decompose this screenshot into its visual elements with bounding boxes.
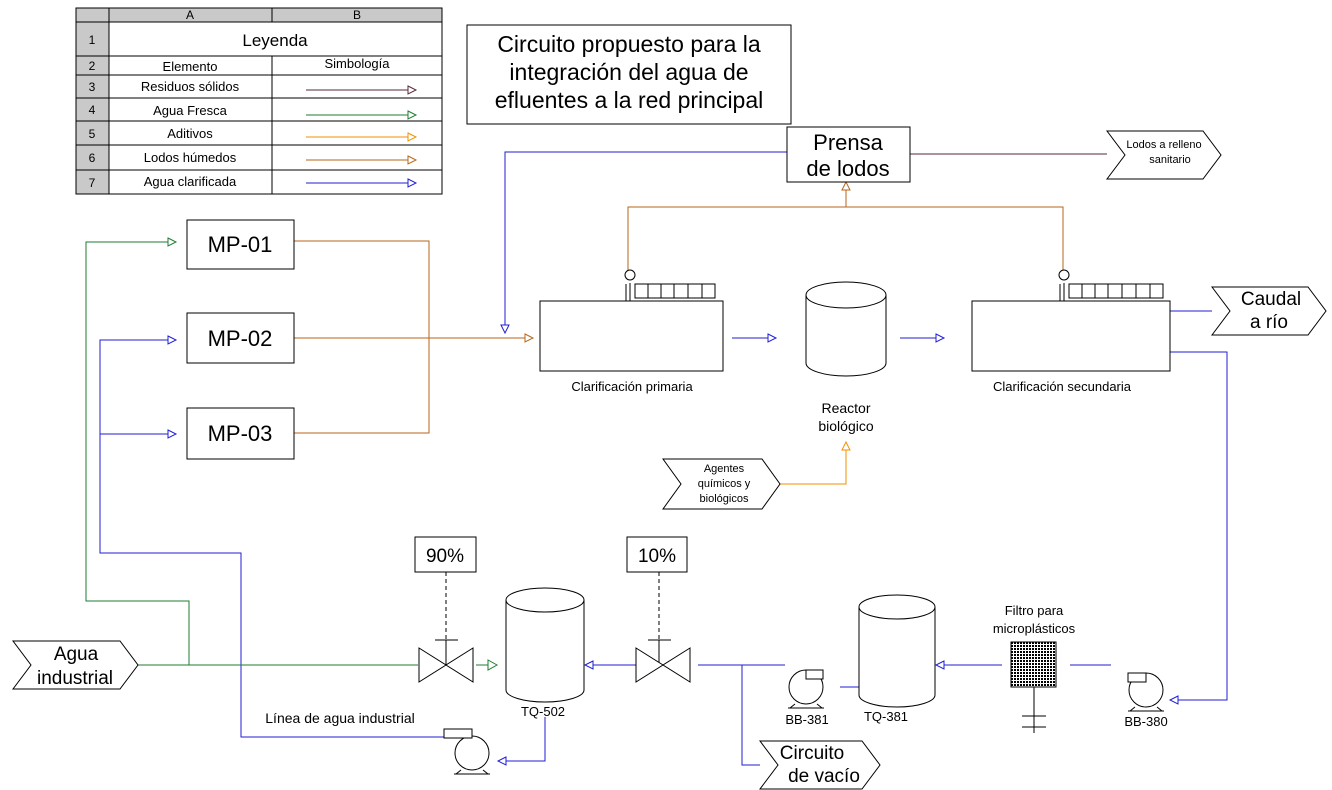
caudal-rio-line-1: Caudal [1241,289,1301,310]
legend-col-b: B [353,8,361,22]
legend-row-num: 6 [89,151,96,165]
mp-01-box: MP-01 [186,219,295,270]
legend-symbol-aditivos [306,132,418,142]
legend-title: Leyenda [242,31,308,50]
agentes-line-2: químicos y [698,478,751,490]
prensa-line-2: de lodos [806,156,889,181]
tank-tq-381: TQ-381 [858,594,936,724]
pump-bb-380: BB-380 [1124,672,1168,729]
mp-01-label: MP-01 [208,232,273,257]
reactor-biologico: Reactor biológico [805,281,887,434]
tank-tq-502: TQ-502 [505,587,585,719]
legend-symbol-residuos [306,85,418,95]
arrow-to-clarificador [500,324,510,335]
flag-lodos-relleno: Lodos a relleno sanitario [1106,130,1222,180]
clarificacion-primaria-label: Clarificación primaria [571,379,693,394]
arrow-to-bb380 [1168,695,1179,705]
agentes-line-1: Agentes [704,463,745,475]
agentes-line-3: biológicos [700,493,749,505]
flag-agentes: Agentes químicos y biológicos [662,458,781,510]
clarificacion-secundaria-label: Clarificación secundaria [993,379,1132,394]
clarificador-secundario: Clarificación secundaria [971,269,1171,394]
aditivos-line [780,450,847,485]
arrow-to-mp02 [167,335,178,345]
tq-502-label: TQ-502 [521,704,565,719]
lodos-relleno-line-2: sanitario [1149,154,1191,166]
arrow-to-tq381 [934,660,945,670]
legend-symbol-clarificada [306,178,418,188]
filtro-line-1: Filtro para [1005,603,1064,618]
valve-10-label: 10% [638,546,676,567]
clarificador-primario: Clarificación primaria [539,269,724,394]
legend-item-residuos: Residuos sólidos [141,79,240,94]
arrow-to-reactor [767,333,778,343]
mp-03-label: MP-03 [208,421,273,446]
arrow-to-pump [496,756,507,766]
agua-industrial-line-2: industrial [37,668,113,689]
legend-item-clarificada: Agua clarificada [144,174,237,189]
prensa-lodos-box: Prensa de lodos [786,126,911,183]
filtro-microplasticos: Filtro para microplásticos [993,603,1076,733]
pump-bb-381: BB-381 [785,669,829,727]
bb-380-label: BB-380 [1124,714,1167,729]
mp-02-box: MP-02 [186,312,295,364]
title-line-3: efluentes a la red principal [495,87,764,113]
legend-row-num: 2 [89,59,96,73]
agua-fresca-lines [85,241,488,666]
title-line-2: integración del agua de [509,59,748,85]
legend-item-agua-fresca: Agua Fresca [153,103,227,118]
flag-caudal-rio: Caudal a río [1211,286,1327,336]
reactor-line-2: biológico [818,418,873,434]
pump-industrial [443,728,490,775]
caudal-rio-line-2: a río [1250,312,1288,333]
control-valve-90: 90% [414,536,477,683]
flag-circuito-vacio: Circuito de vacío [759,740,881,790]
linea-agua-industrial-label: Línea de agua industrial [265,710,414,726]
arrow-to-tq502-green [487,659,499,671]
prensa-line-1: Prensa [813,130,883,155]
legend-col-a: A [186,8,194,22]
arrow-to-clarificador-secundario [935,333,946,343]
agua-industrial-line-1: Agua [54,644,99,665]
valve-90-label: 90% [426,546,464,567]
circuito-vacio-line-2: de vacío [788,766,860,787]
legend-symbol-lodos [306,155,418,165]
arrow-to-clarificador-primario [524,333,535,343]
circuito-vacio-line-1: Circuito [780,743,844,764]
arrow-to-tq502 [583,660,594,670]
title-line-1: Circuito propuesto para la [497,31,761,57]
filtro-line-2: microplásticos [993,621,1076,636]
legend-header-simbologia: Simbología [324,56,390,71]
bb-381-label: BB-381 [785,712,828,727]
legend-header-elemento: Elemento [163,59,218,74]
legend-row-num: 7 [89,176,96,190]
legend-row-num: 5 [89,127,96,141]
arrow-to-mp03 [167,429,178,439]
legend-item-aditivos: Aditivos [167,126,213,141]
control-valve-10: 10% [626,536,691,683]
diagram-title: Circuito propuesto para la integración d… [466,24,792,125]
mp-02-label: MP-02 [208,326,273,351]
lodos-relleno-line-1: Lodos a relleno [1126,139,1201,151]
tq-381-label: TQ-381 [864,709,908,724]
lodos-lines [294,190,1064,434]
arrow-to-prensa [841,180,851,191]
arrow-to-mp01 [167,237,178,247]
arrow-to-reactor-aditivos [841,440,851,451]
legend-row-num: 1 [89,33,96,47]
clarificada-lines [99,151,1228,766]
flag-agua-industrial: Agua industrial [12,640,139,690]
legend-row-num: 4 [89,103,96,117]
legend-table: A B 1 2 3 4 5 6 7 Leyenda Elemento Simbo… [75,7,443,195]
mp-03-box: MP-03 [186,407,295,460]
legend-item-lodos: Lodos húmedos [144,150,237,165]
reactor-line-1: Reactor [821,400,870,416]
legend-row-num: 3 [89,80,96,94]
legend-symbol-agua-fresca [306,110,418,120]
